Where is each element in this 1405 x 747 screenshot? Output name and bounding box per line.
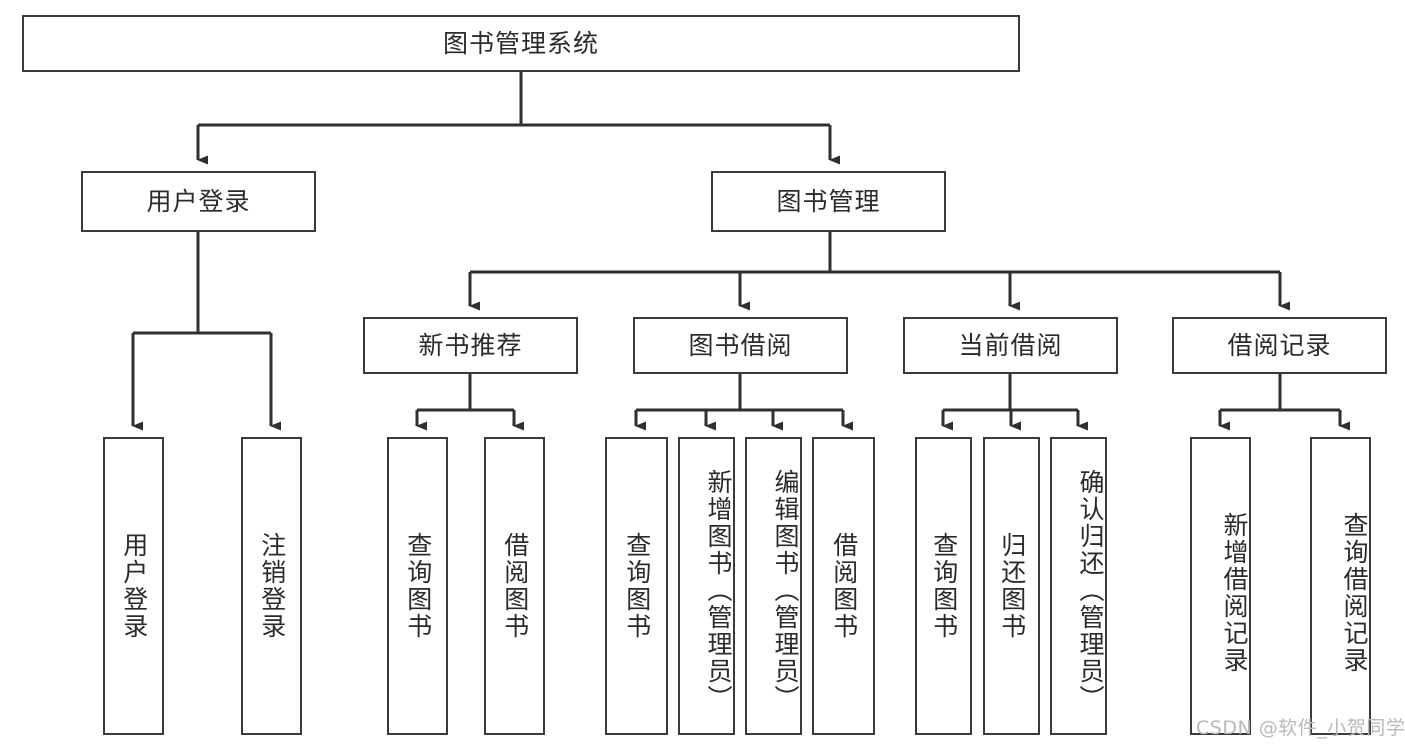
node-leaf-7[interactable]: 借阅图书 [812, 437, 875, 735]
node-level1-0[interactable]: 用户登录 [81, 171, 316, 232]
node-level2-0[interactable]: 新书推荐 [363, 317, 578, 374]
node-level2-2[interactable]: 当前借阅 [903, 317, 1118, 374]
node-leaf-1[interactable]: 注销登录 [241, 437, 302, 735]
watermark-text: CSDN @软件_小贺同学 [1196, 717, 1405, 739]
node-root[interactable]: 图书管理系统 [22, 15, 1020, 72]
node-leaf-12[interactable]: 查询借阅记录 [1310, 437, 1371, 735]
node-leaf-5[interactable]: 新增图书（管理员） [678, 437, 735, 735]
node-leaf-3[interactable]: 借阅图书 [484, 437, 545, 735]
node-leaf-2[interactable]: 查询图书 [387, 437, 448, 735]
node-leaf-9[interactable]: 归还图书 [983, 437, 1040, 735]
node-leaf-11[interactable]: 新增借阅记录 [1190, 437, 1251, 735]
node-leaf-8[interactable]: 查询图书 [915, 437, 972, 735]
node-leaf-10[interactable]: 确认归还（管理员） [1050, 437, 1107, 735]
node-level2-1[interactable]: 图书借阅 [633, 317, 848, 374]
node-leaf-6[interactable]: 编辑图书（管理员） [745, 437, 802, 735]
node-level1-1[interactable]: 图书管理 [711, 171, 946, 232]
node-leaf-0[interactable]: 用户登录 [103, 437, 164, 735]
node-leaf-4[interactable]: 查询图书 [605, 437, 668, 735]
node-level2-3[interactable]: 借阅记录 [1172, 317, 1387, 374]
